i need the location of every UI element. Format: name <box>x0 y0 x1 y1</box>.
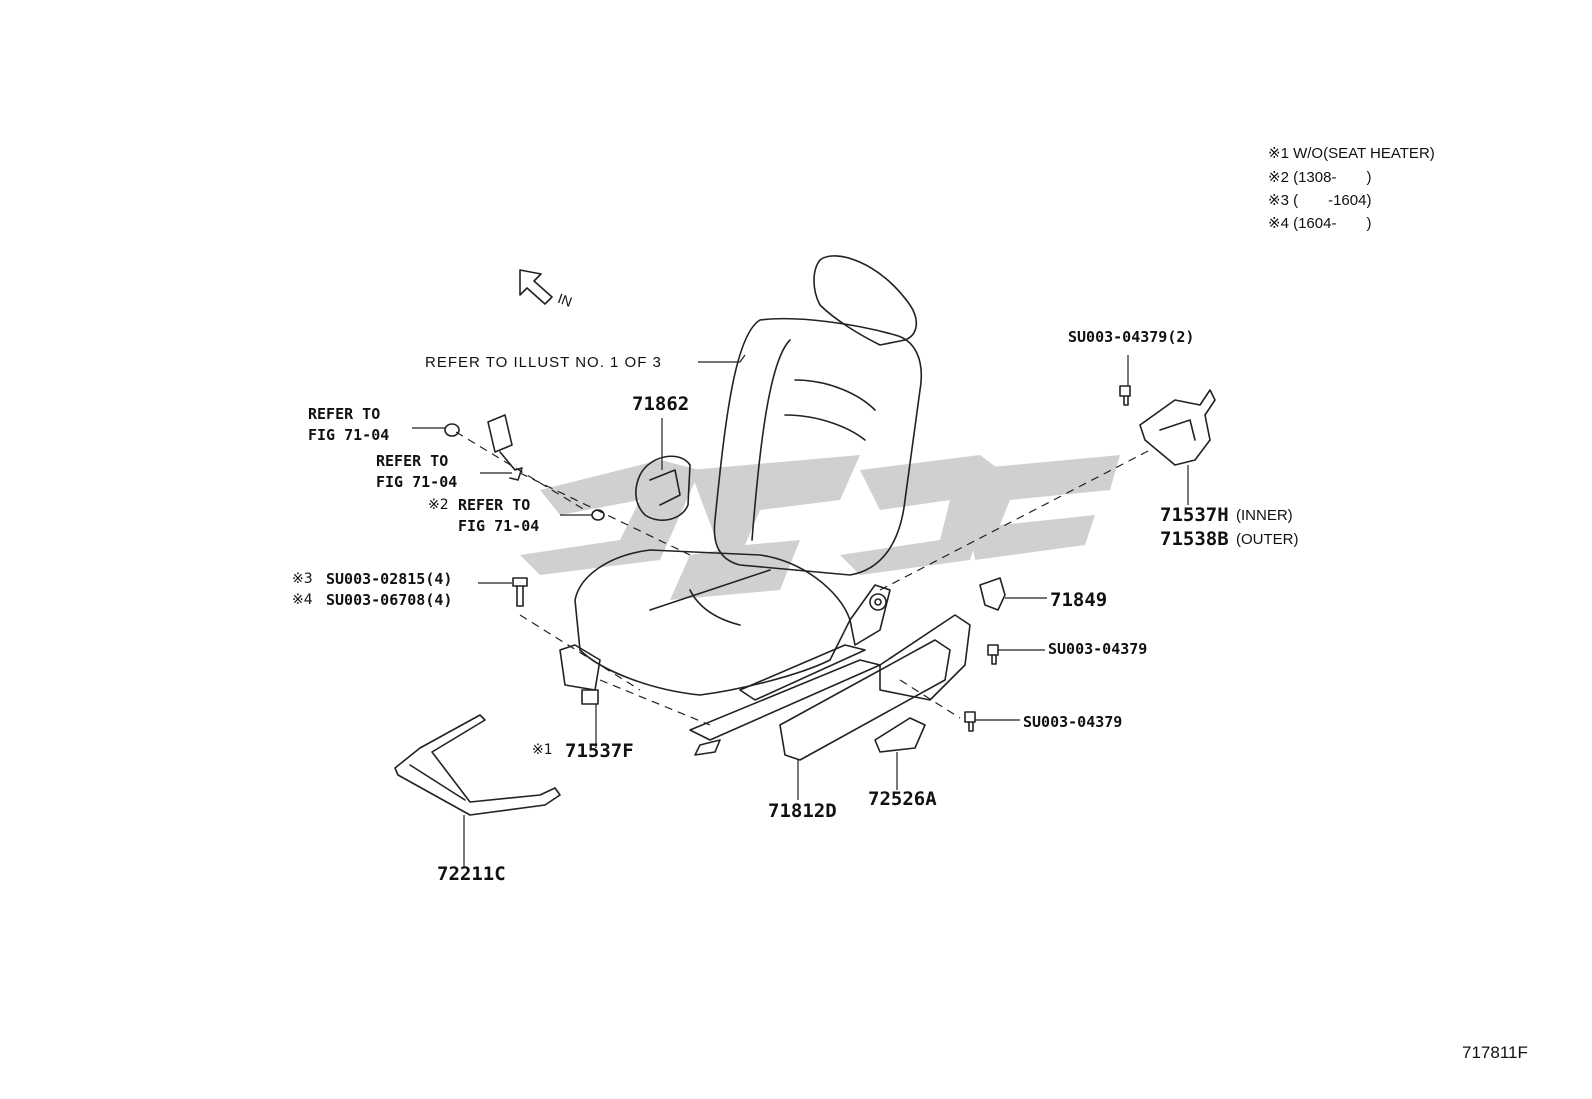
assembly-lines <box>455 431 1151 726</box>
screw-right-1-shape <box>987 644 999 665</box>
belt-buckle-shape <box>487 414 523 481</box>
bolt-b-mark: ※4 <box>292 592 313 608</box>
part-71537f-label[interactable]: 71537F <box>565 740 634 762</box>
part-71537h-shape <box>1139 389 1216 466</box>
screw-2-label[interactable]: SU003-04379 <box>1023 713 1123 731</box>
note-1: ※1 W/O(SEAT HEATER) <box>1268 145 1435 162</box>
part-71537f-shape <box>581 689 599 705</box>
seat-back-shape <box>713 317 922 576</box>
refer-fig-c-mark: ※2 <box>428 497 449 513</box>
bolt-shape <box>512 577 528 607</box>
note-3: ※3 ( -1604) <box>1268 192 1372 209</box>
refer-fig-c-line1[interactable]: REFER TO <box>458 496 531 514</box>
part-71538b-label[interactable]: 71538B <box>1160 528 1229 550</box>
leader-lines <box>412 354 1189 868</box>
part-71537f-mark: ※1 <box>532 742 553 758</box>
screw-top-label[interactable]: SU003-04379(2) <box>1068 328 1195 346</box>
part-71537h-note: (INNER) <box>1236 507 1293 524</box>
part-71812d-label[interactable]: 71812D <box>768 800 837 822</box>
washer-top-shape <box>444 423 460 437</box>
part-71537h-label[interactable]: 71537H <box>1160 504 1229 526</box>
washer-mid-shape <box>591 509 605 521</box>
part-71849-shape <box>979 577 1006 611</box>
direction-arrow-icon <box>519 269 553 305</box>
bolt-b-label[interactable]: SU003-06708(4) <box>326 591 453 609</box>
part-72211c-shape <box>394 714 561 816</box>
refer-fig-b-line2[interactable]: FIG 71-04 <box>376 473 458 491</box>
screw-top-shape <box>1119 385 1131 406</box>
part-72211c-label[interactable]: 72211C <box>437 863 506 885</box>
bolt-a-mark: ※3 <box>292 571 313 587</box>
note-4: ※4 (1604- ) <box>1268 215 1372 232</box>
part-71862-shape <box>635 455 691 521</box>
screw-right-2-shape <box>964 711 976 732</box>
refer-fig-a-line2[interactable]: FIG 71-04 <box>308 426 390 444</box>
part-71812d-shape <box>779 639 951 761</box>
seat-cushion-shape <box>574 549 851 696</box>
screw-1-label[interactable]: SU003-04379 <box>1048 640 1148 658</box>
refer-fig-c-line2[interactable]: FIG 71-04 <box>458 517 540 535</box>
bolt-a-label[interactable]: SU003-02815(4) <box>326 570 453 588</box>
watermark-logo <box>520 455 1120 600</box>
part-71538b-note: (OUTER) <box>1236 531 1299 548</box>
note-2: ※2 (1308- ) <box>1268 169 1372 186</box>
part-72526a-label[interactable]: 72526A <box>868 788 937 810</box>
headrest-shape <box>813 255 918 346</box>
figure-code: 717811F <box>1462 1043 1528 1062</box>
part-72526a-shape <box>874 614 971 753</box>
part-71849-label[interactable]: 71849 <box>1050 589 1108 611</box>
part-71862-label[interactable]: 71862 <box>632 393 690 415</box>
refer-fig-b-line1[interactable]: REFER TO <box>376 452 449 470</box>
refer-illust-label[interactable]: REFER TO ILLUST NO. 1 OF 3 <box>425 354 662 371</box>
refer-fig-a-line1[interactable]: REFER TO <box>308 405 381 423</box>
